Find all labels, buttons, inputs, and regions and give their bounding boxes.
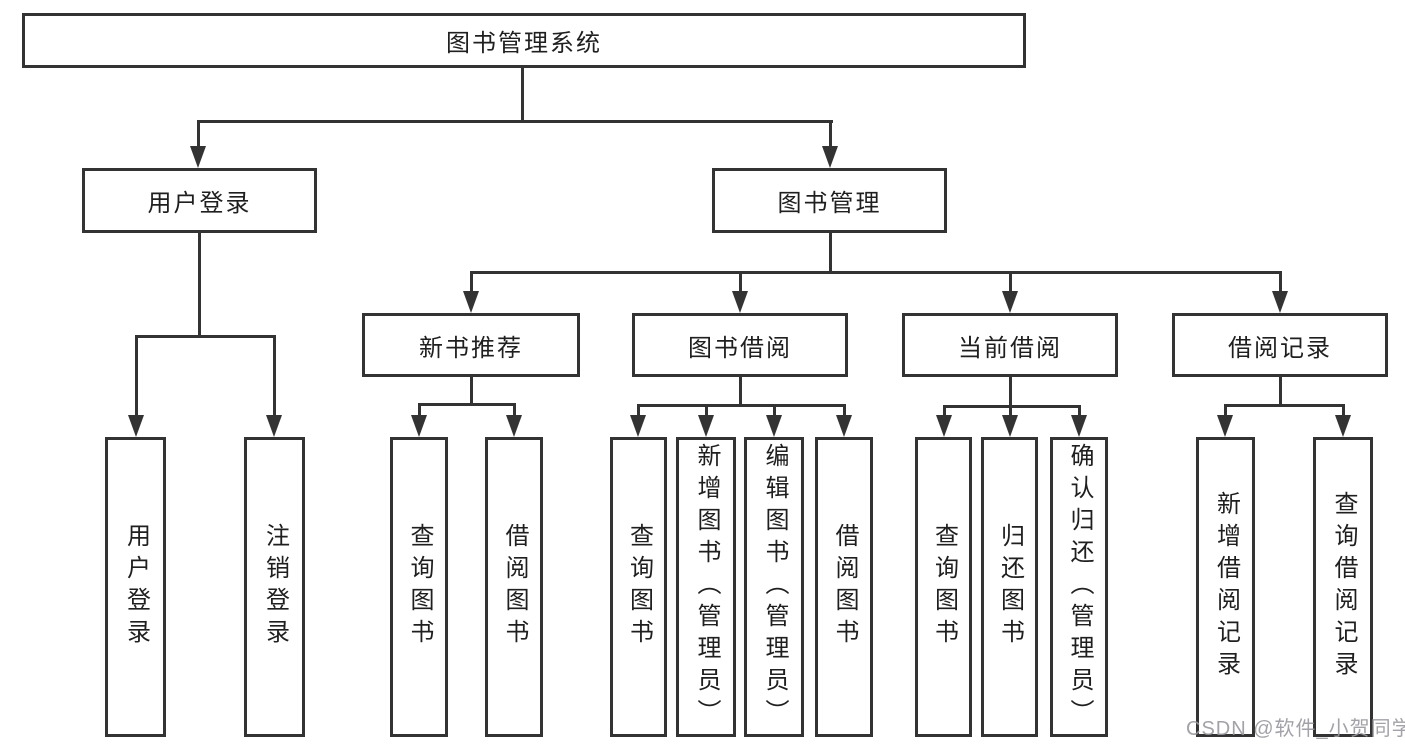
connector-line	[943, 405, 946, 417]
arrow-down-icon	[698, 415, 714, 437]
leaf-label: 确认归还（管理员）	[1066, 443, 1093, 731]
connector-line	[470, 271, 1281, 274]
connector-line	[470, 377, 473, 406]
connector-line	[135, 335, 275, 338]
connector-line	[273, 335, 276, 417]
leaf-label: 借阅图书	[831, 523, 858, 651]
connector-line	[198, 233, 201, 336]
leaf-logout: 注销登录	[244, 437, 305, 737]
arrow-down-icon	[936, 415, 952, 437]
connector-line	[513, 403, 516, 417]
connector-line	[637, 404, 845, 407]
leaf-query-books-borrow: 查询图书	[610, 437, 667, 737]
arrow-down-icon	[1002, 291, 1018, 313]
connector-line	[739, 271, 742, 293]
connector-line	[705, 404, 708, 417]
arrow-down-icon	[411, 415, 427, 437]
connector-line	[197, 120, 833, 123]
leaf-add-book-admin: 新增图书（管理员）	[676, 437, 736, 737]
leaf-borrow-books: 借阅图书	[815, 437, 873, 737]
leaf-label: 归还图书	[996, 523, 1024, 651]
node-user-login: 用户登录	[82, 168, 317, 233]
arrow-down-icon	[822, 146, 838, 168]
connector-line	[197, 120, 200, 148]
node-system-root: 图书管理系统	[22, 13, 1026, 68]
leaf-label: 查询图书	[625, 523, 653, 651]
leaf-confirm-return-admin: 确认归还（管理员）	[1050, 437, 1108, 737]
leaf-label: 新增图书（管理员）	[693, 443, 720, 731]
arrow-down-icon	[1002, 415, 1018, 437]
connector-line	[1342, 404, 1345, 417]
leaf-label: 新增借阅记录	[1212, 491, 1240, 683]
leaf-add-borrow-record: 新增借阅记录	[1196, 437, 1255, 737]
arrow-down-icon	[732, 291, 748, 313]
connector-line	[829, 233, 832, 273]
connector-line	[418, 403, 515, 406]
arrow-down-icon	[836, 415, 852, 437]
node-new-book-recommend: 新书推荐	[362, 313, 580, 377]
arrow-down-icon	[1272, 291, 1288, 313]
watermark-text: CSDN @软件_小贺同学	[1186, 718, 1405, 740]
connector-line	[418, 403, 421, 417]
leaf-label: 用户登录	[122, 523, 150, 651]
arrow-down-icon	[630, 415, 646, 437]
connector-line	[1009, 377, 1012, 408]
leaf-query-books-current: 查询图书	[915, 437, 972, 737]
arrow-down-icon	[266, 415, 282, 437]
node-current-borrow: 当前借阅	[902, 313, 1118, 377]
arrow-down-icon	[506, 415, 522, 437]
connector-line	[1009, 271, 1012, 293]
node-borrow-records: 借阅记录	[1172, 313, 1388, 377]
connector-line	[135, 335, 138, 417]
leaf-edit-book-admin: 编辑图书（管理员）	[744, 437, 804, 737]
connector-line	[1279, 271, 1282, 293]
leaf-query-books-recommend: 查询图书	[390, 437, 448, 737]
arrow-down-icon	[463, 291, 479, 313]
node-book-management: 图书管理	[712, 168, 947, 233]
arrow-down-icon	[190, 146, 206, 168]
arrow-down-icon	[128, 415, 144, 437]
arrow-down-icon	[1335, 415, 1351, 437]
connector-line	[521, 68, 524, 121]
connector-line	[637, 404, 640, 417]
connector-line	[843, 404, 846, 417]
leaf-label: 借阅图书	[501, 523, 528, 651]
connector-line	[739, 377, 742, 407]
leaf-label: 查询借阅记录	[1330, 491, 1357, 683]
node-book-borrow: 图书借阅	[632, 313, 848, 377]
connector-line	[1279, 377, 1282, 407]
leaf-label: 注销登录	[261, 523, 289, 651]
connector-line	[1009, 405, 1012, 417]
arrow-down-icon	[1217, 415, 1233, 437]
connector-line	[470, 271, 473, 293]
connector-line	[1224, 404, 1227, 417]
connector-line	[1078, 405, 1081, 417]
leaf-label: 编辑图书（管理员）	[761, 443, 788, 731]
connector-line	[829, 120, 832, 148]
connector-line	[1224, 404, 1344, 407]
arrow-down-icon	[1071, 415, 1087, 437]
leaf-return-book: 归还图书	[981, 437, 1038, 737]
leaf-borrow-books-recommend: 借阅图书	[485, 437, 543, 737]
leaf-label: 查询图书	[930, 523, 958, 651]
leaf-label: 查询图书	[406, 523, 433, 651]
leaf-query-borrow-record: 查询借阅记录	[1313, 437, 1373, 737]
leaf-user-login: 用户登录	[105, 437, 166, 737]
connector-line	[773, 404, 776, 417]
arrow-down-icon	[766, 415, 782, 437]
